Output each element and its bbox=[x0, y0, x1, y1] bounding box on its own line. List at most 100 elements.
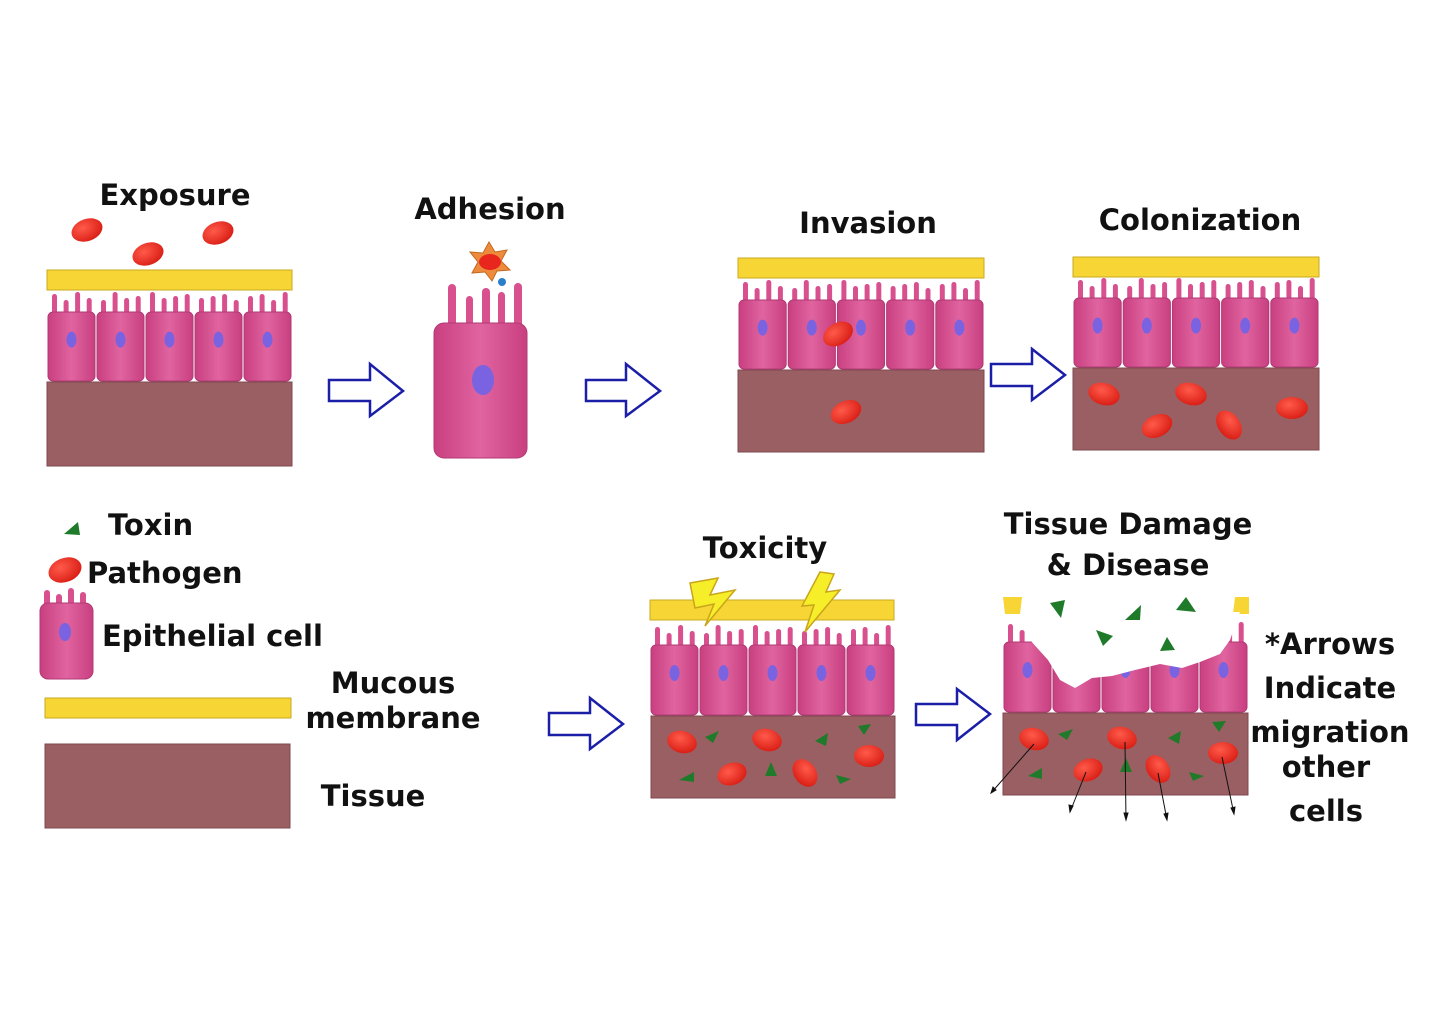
epithelial-layer bbox=[738, 280, 984, 370]
damaged-tissue-gap bbox=[1026, 612, 1240, 688]
epithelial-layer bbox=[1073, 278, 1319, 368]
nucleus bbox=[757, 319, 768, 336]
pathogen bbox=[1145, 755, 1171, 783]
toxin-icon bbox=[64, 522, 80, 535]
toxicity-label: Toxicity bbox=[703, 531, 827, 565]
tissue-swatch bbox=[44, 743, 291, 829]
nucleus bbox=[856, 319, 866, 336]
mucous-membrane bbox=[649, 599, 895, 621]
toxin-icon bbox=[1168, 731, 1181, 744]
epithelial-cell bbox=[1221, 280, 1270, 368]
nucleus bbox=[1289, 317, 1300, 334]
pathogen bbox=[792, 759, 818, 787]
pathogen bbox=[1088, 382, 1120, 406]
pathogen bbox=[1107, 726, 1137, 750]
pathogen bbox=[71, 218, 103, 242]
pathogen bbox=[1073, 758, 1103, 782]
migration-arrow-icon bbox=[1221, 756, 1235, 815]
legend: Toxin Pathogen Epithelial cell Mucous me… bbox=[39, 508, 481, 829]
tissue-damage-panel: Tissue Damage & Disease bbox=[990, 507, 1252, 822]
toxin-icon bbox=[679, 772, 694, 782]
toxin-icon bbox=[705, 731, 719, 743]
mucous-membrane-swatch bbox=[44, 697, 292, 719]
toxin-icon bbox=[815, 733, 828, 746]
nucleus bbox=[66, 331, 77, 348]
pathogen bbox=[1216, 410, 1242, 440]
toxin-icon bbox=[1125, 605, 1141, 620]
exposure-panel: Exposure bbox=[46, 178, 293, 467]
epithelial-cell bbox=[846, 625, 895, 716]
nucleus bbox=[1092, 317, 1103, 334]
epithelial-cell bbox=[935, 280, 984, 370]
migration-arrow-head bbox=[1123, 812, 1129, 822]
nucleus bbox=[905, 319, 916, 336]
nucleus bbox=[213, 331, 224, 348]
exposure-label: Exposure bbox=[99, 178, 250, 212]
note-line-3: migration bbox=[1250, 715, 1409, 749]
pathogen bbox=[1276, 397, 1308, 419]
epithelial-cell-icon bbox=[39, 588, 94, 680]
note-line-5: cells bbox=[1289, 794, 1363, 828]
epithelial-cell bbox=[886, 282, 935, 370]
pathogen bbox=[1208, 742, 1238, 764]
migration-arrow-head bbox=[1163, 812, 1169, 822]
mucous-membrane bbox=[1072, 256, 1320, 278]
nucleus bbox=[1218, 662, 1229, 678]
mucous-membrane-remnant bbox=[1233, 597, 1249, 614]
toxin-icon bbox=[1028, 768, 1042, 779]
toxin-icon bbox=[1058, 729, 1073, 740]
nucleus bbox=[806, 319, 817, 336]
legend-tissue-label: Tissue bbox=[321, 779, 426, 813]
toxin-icon bbox=[836, 775, 851, 784]
epithelial-layer bbox=[47, 292, 292, 382]
nucleus bbox=[767, 665, 778, 681]
invasion-panel: Invasion bbox=[737, 206, 985, 453]
toxin-icon bbox=[1212, 721, 1226, 732]
toxin-icon bbox=[1160, 637, 1175, 651]
epithelial-cell bbox=[836, 280, 886, 370]
single-epithelial-cell bbox=[433, 283, 528, 459]
toxin-icon bbox=[1050, 600, 1065, 618]
toxin-icon bbox=[765, 762, 777, 776]
legend-epithelial-label: Epithelial cell bbox=[102, 619, 323, 653]
pathogen bbox=[717, 762, 747, 786]
nucleus bbox=[669, 665, 680, 681]
pathogen-icon bbox=[48, 557, 82, 583]
pathogen bbox=[752, 728, 782, 752]
pathogen bbox=[202, 221, 234, 245]
epithelial-layer bbox=[650, 625, 895, 716]
pathogen bbox=[1019, 727, 1049, 751]
tissue-layer bbox=[737, 369, 985, 453]
nucleus bbox=[865, 665, 876, 681]
epithelial-cell bbox=[787, 280, 836, 370]
toxin-icon bbox=[858, 724, 871, 735]
epithelial-cell bbox=[1122, 278, 1171, 368]
nucleus bbox=[1141, 317, 1152, 334]
epithelial-cell bbox=[1171, 278, 1221, 368]
invading-pathogen bbox=[823, 321, 853, 347]
epithelial-cell bbox=[243, 292, 292, 382]
toxin-icon bbox=[1120, 758, 1132, 772]
note-line-4: other bbox=[1282, 750, 1371, 784]
nucleus bbox=[816, 665, 827, 681]
legend-mucous-label-2: membrane bbox=[305, 701, 480, 735]
migration-arrow-icon bbox=[990, 743, 1035, 794]
mucous-membrane bbox=[46, 269, 293, 291]
nucleus bbox=[262, 331, 273, 348]
pathogen bbox=[854, 745, 884, 767]
legend-mucous-label-1: Mucous bbox=[331, 666, 456, 700]
toxin-icon bbox=[1176, 597, 1196, 612]
migration-arrow-head bbox=[1230, 806, 1236, 816]
legend-pathogen-label: Pathogen bbox=[87, 556, 243, 590]
epithelial-cell bbox=[1073, 278, 1122, 368]
migration-arrow-head bbox=[990, 786, 997, 795]
nucleus bbox=[1240, 317, 1251, 334]
lightning-bolt-icon bbox=[689, 577, 737, 627]
migration-arrow-head bbox=[1068, 804, 1074, 814]
epithelial-cell bbox=[738, 280, 787, 370]
nucleus bbox=[1022, 662, 1033, 678]
lightning-bolt-icon bbox=[800, 571, 842, 633]
note-line-2: Indicate bbox=[1264, 671, 1396, 705]
pathogen bbox=[1175, 382, 1207, 406]
